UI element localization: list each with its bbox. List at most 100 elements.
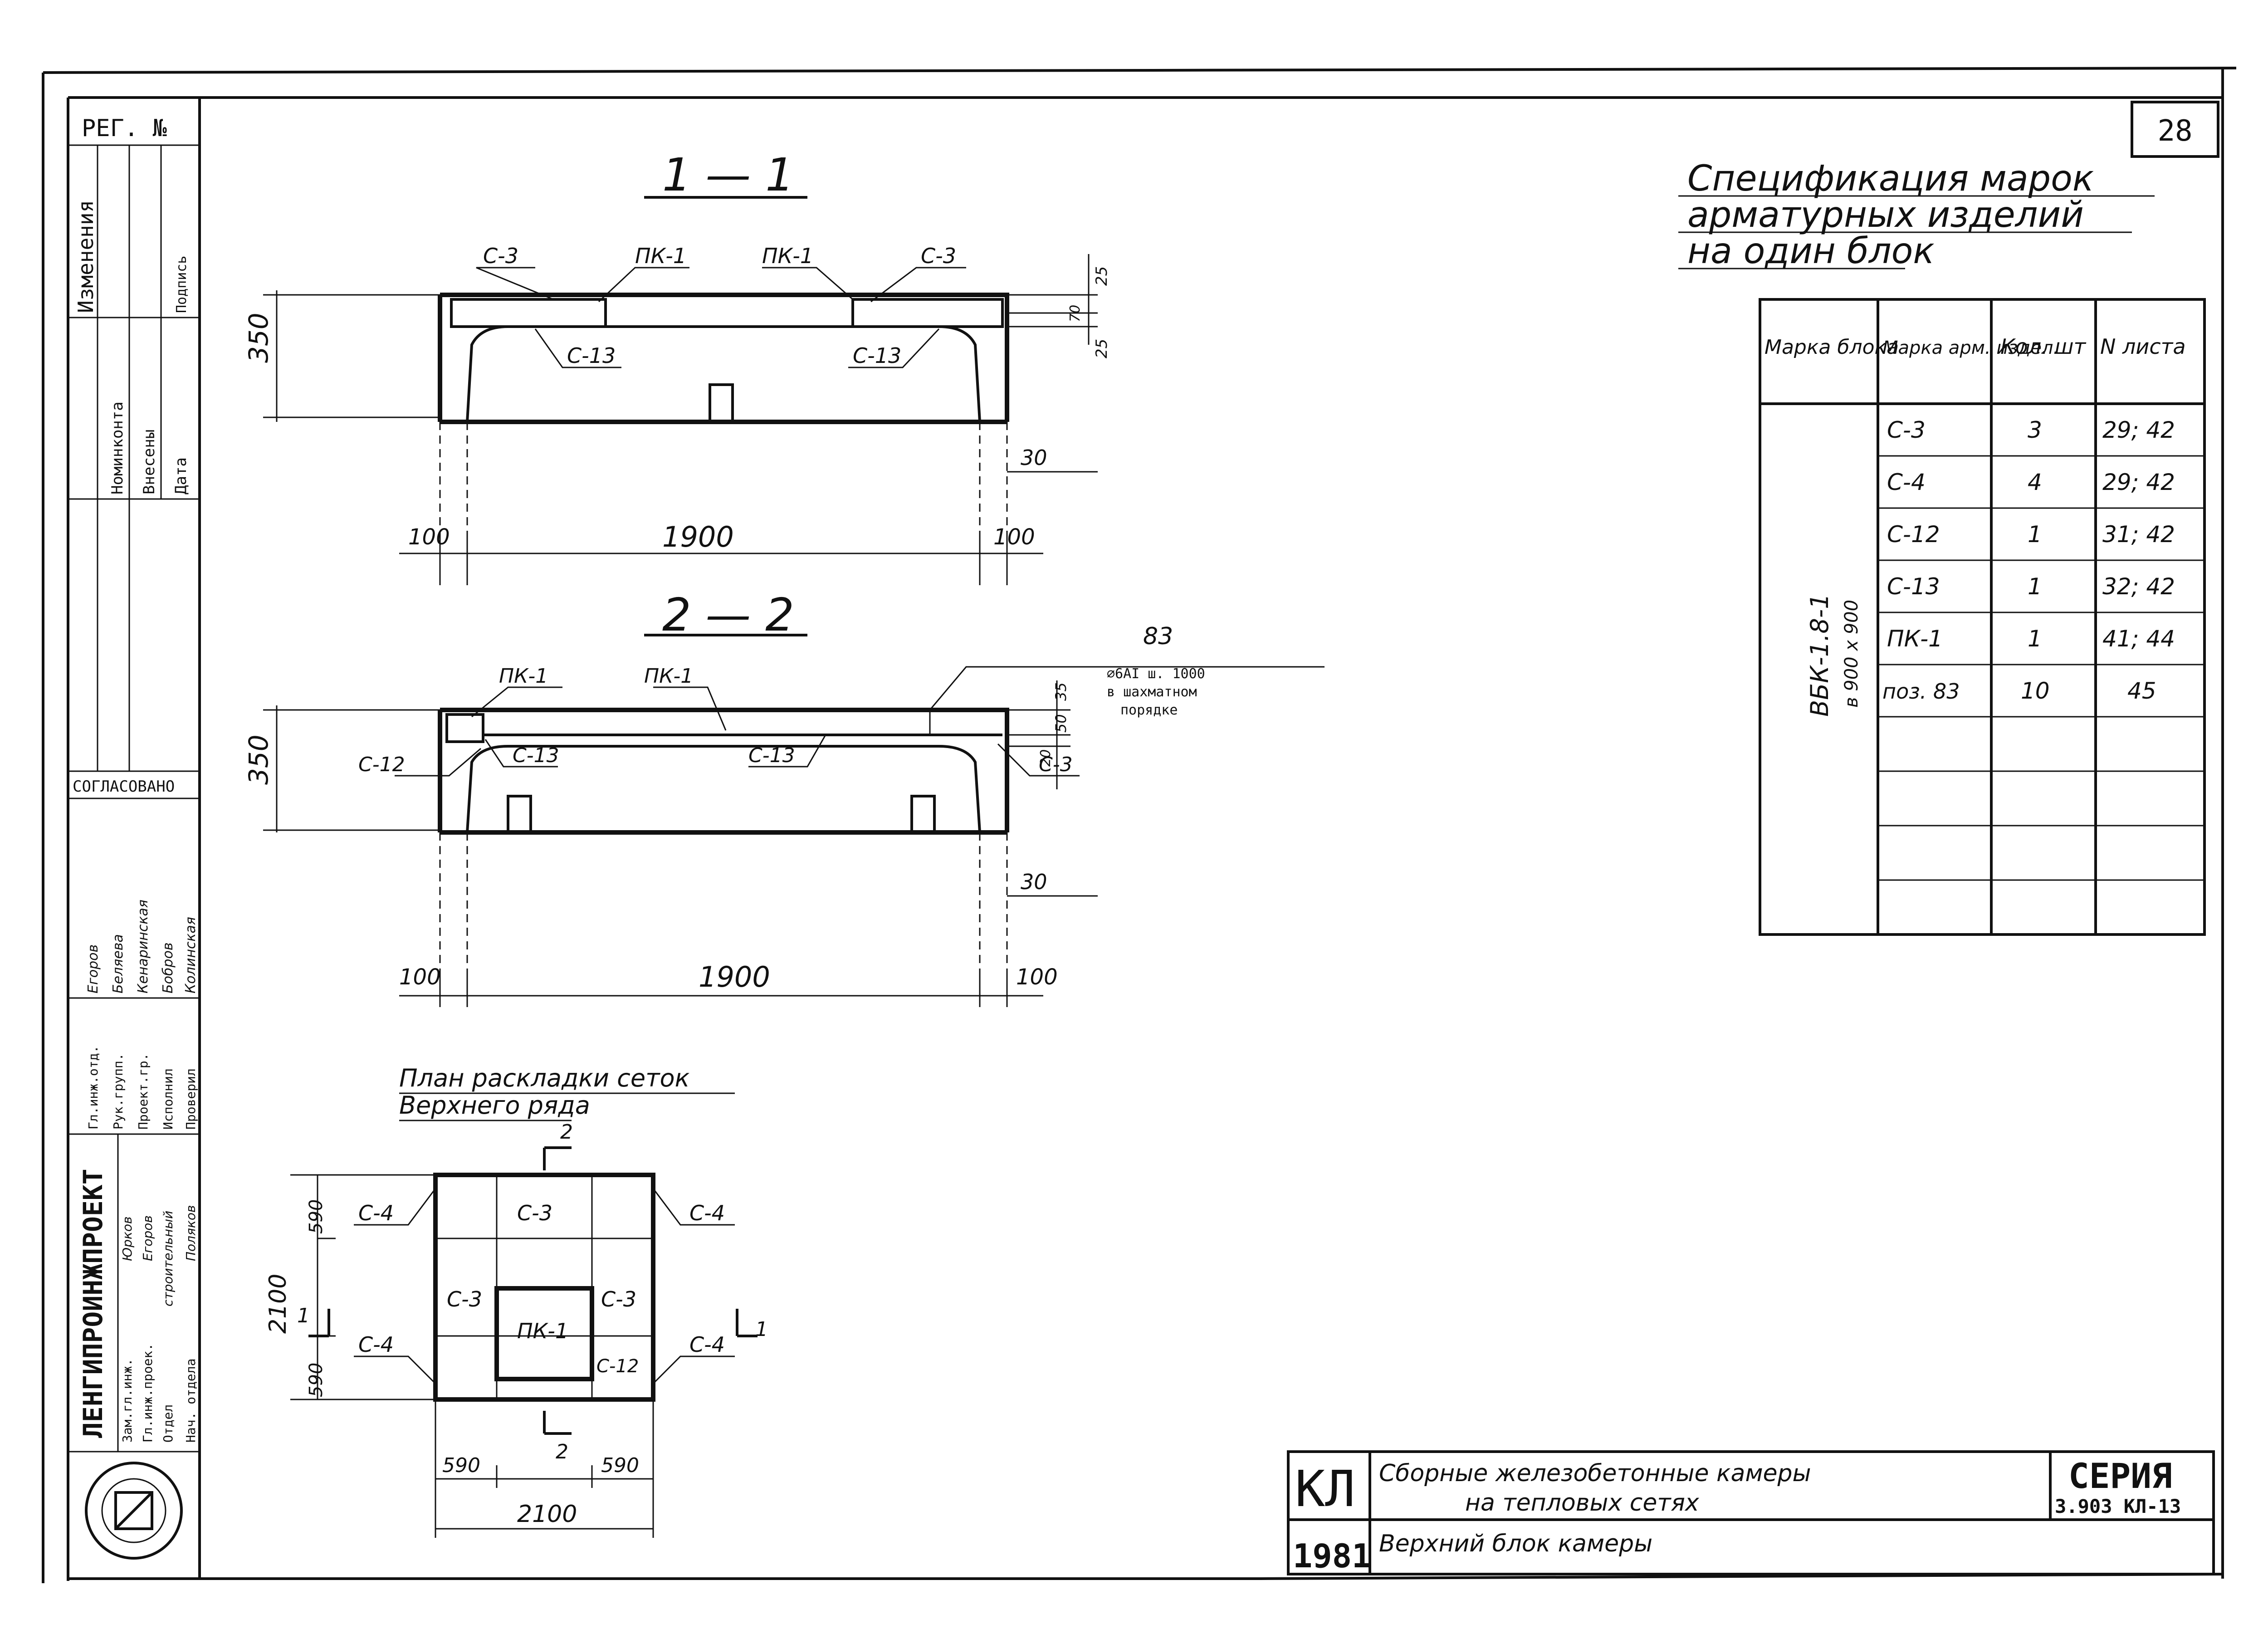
- series-label: СЕРИЯ: [2068, 1456, 2172, 1496]
- spec-header-1: Марка блока: [1765, 336, 1899, 359]
- inst-role-4: Нач. отдела: [183, 1359, 198, 1443]
- spec-row-2-mark: С-4: [1887, 469, 1926, 495]
- s2-c13-right: С-13: [748, 744, 795, 767]
- spec-block-mark: ВБК-1.8-1: [1805, 593, 1834, 717]
- plan-c4-tl: С-4: [358, 1201, 394, 1225]
- spec-row-1-sheet: 29; 42: [2102, 417, 2175, 443]
- s2-pk1-mid: ПК-1: [644, 665, 693, 688]
- change-col-1: Номинконта: [108, 401, 127, 494]
- spec-header-4: N листа: [2100, 334, 2186, 359]
- plan-c3-left: С-3: [447, 1287, 482, 1311]
- s1-pk1-left: ПК-1: [635, 244, 686, 268]
- role-5: Проверил: [183, 1068, 198, 1130]
- plan-c4-bl: С-4: [358, 1332, 394, 1357]
- spec-header-2: Марка арм. издел.: [1882, 338, 2059, 358]
- spec-row-5-mark: ПК-1: [1887, 626, 1943, 652]
- agreed-name-1: Егоров: [85, 944, 101, 993]
- agreed-name-3: Кенаринская: [135, 900, 151, 993]
- s2-dim-c3: 20: [1038, 749, 1054, 767]
- s2-dim-top: 35: [1052, 682, 1070, 701]
- plan-dim-bot-total: 2100: [517, 1501, 577, 1528]
- agreed-name-5: Колинская: [183, 917, 199, 993]
- plan-dim-left-bot: 590: [306, 1363, 327, 1397]
- plan-dim-left-total: 2100: [264, 1274, 292, 1334]
- s1-c13-left: С-13: [567, 343, 616, 368]
- spec-row-4-mark: С-13: [1887, 573, 1940, 600]
- plan-title-2: Верхнего ряда: [399, 1091, 590, 1120]
- inst-role-1: Зам.гл.инж.: [120, 1359, 135, 1443]
- plan-c3-right: С-3: [601, 1287, 636, 1311]
- change-col-3: Дата: [172, 457, 190, 494]
- role-2: Рук.групп.: [111, 1053, 126, 1130]
- title-subtitle: Верхний блок камеры: [1379, 1530, 1652, 1557]
- inst-name-3: строительный: [161, 1211, 176, 1306]
- plan-dim-bot-left: 590: [442, 1454, 480, 1477]
- s2-pk1-left: ПК-1: [499, 665, 548, 688]
- spec-row-5-qty: 1: [2028, 626, 2042, 652]
- s1-dim-right: 30: [1021, 445, 1047, 470]
- s1-span: 1900: [662, 520, 734, 553]
- s1-pk1-right: ПК-1: [762, 244, 813, 268]
- title-block: КЛ 1981 Сборные железобетонные камеры на…: [1287, 1450, 2215, 1575]
- role-1: Гл.инж.отд.: [86, 1046, 101, 1130]
- spec-row-1-qty: 3: [2028, 417, 2042, 443]
- changes-header: Изменения: [73, 200, 98, 313]
- agreed-name-4: Бобров: [160, 942, 176, 993]
- spec-row-3-qty: 1: [2028, 521, 2042, 548]
- role-3: Проект.гр.: [136, 1053, 151, 1130]
- sheet-frame: [42, 67, 2237, 1583]
- spec-block-size: в 900 х 900: [1841, 600, 1862, 708]
- institute-name: ЛЕНГИПРОИНЖПРОЕКТ: [78, 1169, 108, 1438]
- plan-layout: План раскладки сеток Верхнего ряда 2 2 1…: [264, 1064, 768, 1538]
- section-2-title: 2 — 2: [662, 588, 794, 641]
- inst-name-1: Юрков: [120, 1216, 135, 1261]
- plan-cut2-bot: 2: [556, 1440, 568, 1463]
- spec-row-2-sheet: 29; 42: [2102, 469, 2175, 495]
- inst-name-4: Поляков: [183, 1205, 198, 1261]
- plan-c3-top: С-3: [517, 1201, 552, 1225]
- left-title-strip: РЕГ. № Изменения Номинконта Внесены Дата…: [68, 115, 200, 1560]
- plan-cut1-left: 1: [297, 1304, 310, 1327]
- spec-row-2-qty: 4: [2028, 469, 2042, 495]
- spec-header-3: Кол. шт: [2000, 334, 2087, 359]
- s1-left-w: 100: [408, 524, 450, 550]
- s2-dim-right: 30: [1021, 870, 1047, 894]
- s1-dim-mid: 70: [1067, 305, 1083, 322]
- change-col-4: Подпись: [174, 256, 190, 313]
- title-year: 1981: [1293, 1537, 1371, 1575]
- title-line-1: Сборные железобетонные камеры: [1379, 1460, 1811, 1487]
- inst-role-3: Отдел: [161, 1404, 176, 1443]
- s1-dim-bot: 25: [1093, 339, 1111, 358]
- spec-row-5-sheet: 41; 44: [2102, 626, 2175, 652]
- spec-title-3: на один блок: [1687, 231, 1935, 272]
- plan-dim-bot-right: 590: [601, 1454, 639, 1477]
- spec-row-4-qty: 1: [2028, 573, 2042, 600]
- s2-span: 1900: [699, 960, 770, 993]
- reg-label: РЕГ. №: [82, 115, 167, 142]
- plan-cut1-right: 1: [755, 1318, 768, 1341]
- s2-left-w: 100: [399, 964, 441, 990]
- spec-row-6-qty: 10: [2021, 678, 2050, 704]
- plan-c4-br: С-4: [689, 1332, 725, 1357]
- plan-cut2-top: 2: [560, 1120, 573, 1144]
- agreed-name-2: Беляева: [110, 934, 126, 993]
- change-col-2: Внесены: [140, 430, 158, 494]
- s2-c13-left: С-13: [513, 744, 559, 767]
- plan-title-1: План раскладки сеток: [399, 1064, 690, 1092]
- s1-right-w: 100: [993, 524, 1035, 550]
- page-number: 28: [2157, 114, 2192, 148]
- section-1-title: 1 — 1: [662, 148, 794, 201]
- s2-height: 350: [243, 734, 274, 785]
- series-number: 3.903 КЛ-13: [2055, 1495, 2181, 1517]
- spec-title-1: Спецификация марок: [1687, 158, 2094, 199]
- section-2-2: 2 — 2 ПК-1 ПК-1 С-12 С-13 С-13 С-3 83 ∅6…: [243, 588, 1325, 1007]
- role-4: Исполнил: [161, 1068, 176, 1130]
- spec-row-4-sheet: 32; 42: [2102, 573, 2175, 600]
- inst-role-2: Гл.инж.проек.: [140, 1343, 155, 1443]
- plan-dim-left-top: 590: [306, 1199, 327, 1234]
- s2-note-1: ∅6АI ш. 1000: [1107, 666, 1205, 682]
- s2-right-w: 100: [1016, 964, 1058, 990]
- s1-height: 350: [243, 313, 274, 363]
- s2-note-3: порядке: [1120, 702, 1178, 718]
